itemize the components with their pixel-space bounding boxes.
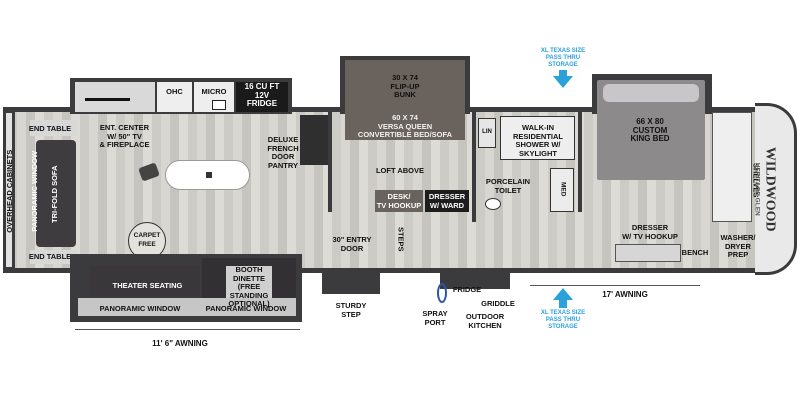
sink-icon bbox=[212, 100, 226, 110]
dresser-ward-label: DRESSER W/ WARD bbox=[428, 192, 466, 210]
entry-door-label: 30" ENTRY DOOR bbox=[332, 235, 372, 253]
left-front-wall bbox=[3, 110, 15, 270]
awning-left-line bbox=[75, 329, 300, 330]
linen-cabinet bbox=[478, 118, 496, 148]
griddle-label: GRIDDLE bbox=[481, 299, 515, 308]
carpet-free-badge bbox=[128, 222, 166, 260]
lin-label: LIN bbox=[482, 129, 492, 135]
theater-seating-label: THEATER SEATING bbox=[112, 281, 183, 290]
bed-pillows bbox=[603, 84, 699, 102]
dresser-tv-label: DRESSER W/ TV HOOKUP bbox=[622, 223, 678, 241]
desk-label: DESK/ TV HOOKUP bbox=[376, 192, 422, 210]
end-table-top-block bbox=[30, 120, 78, 136]
panoramic-window-left-label: PANORAMIC WINDOW bbox=[29, 150, 39, 232]
outdoor-kitchen-block bbox=[440, 273, 510, 289]
king-bed-label: 66 X 80 CUSTOM KING BED bbox=[630, 117, 670, 143]
carpet-free-label: CARPET FREE bbox=[133, 232, 161, 248]
dinette-table bbox=[226, 266, 272, 300]
tri-fold-sofa bbox=[36, 140, 76, 247]
spray-port-label: SPRAY PORT bbox=[422, 309, 448, 327]
shower-box bbox=[500, 116, 575, 160]
deluxe-pantry-label: DELUXE FRENCH DOOR PANTRY bbox=[267, 135, 299, 170]
ohc-label: OHC bbox=[166, 87, 183, 96]
bottom-window-strip bbox=[78, 298, 296, 316]
overhead-cabinets-label: OVERHEAD CABINETS bbox=[4, 149, 14, 233]
awning-right-label: 17' AWNING bbox=[602, 290, 648, 299]
front-cap bbox=[755, 103, 797, 275]
loft-above-label: LOFT ABOVE bbox=[375, 166, 425, 175]
wall-divider-2 bbox=[472, 112, 476, 222]
porcelain-toilet-label: PORCELAIN TOILET bbox=[485, 177, 531, 195]
wall-divider-1 bbox=[328, 112, 332, 212]
washer-dryer-label: WASHER/ DRYER PREP bbox=[720, 233, 756, 259]
ohc-cabinet bbox=[157, 82, 192, 112]
micro-label: MICRO bbox=[201, 87, 227, 96]
spray-hose-icon bbox=[437, 283, 447, 303]
walkin-shower-label: WALK-IN RESIDENTIAL SHOWER W/ SKYLIGHT bbox=[512, 123, 563, 158]
fridge-outdoor-label: FRIDGE bbox=[452, 285, 482, 294]
fridge-unit bbox=[236, 82, 288, 112]
end-table-bottom-block bbox=[30, 250, 78, 264]
end-table-bottom-label: END TABLE bbox=[28, 252, 72, 261]
storage-bottom-stem bbox=[559, 300, 567, 308]
bench-label: BENCH bbox=[681, 248, 709, 257]
storage-top-label: XL TEXAS SIZE PASS THRU STORAGE bbox=[540, 48, 586, 68]
theater-seating bbox=[90, 266, 200, 296]
panoramic-window-bottom1-label: PANORAMIC WINDOW bbox=[99, 304, 181, 313]
ent-center-cabinet bbox=[75, 82, 155, 112]
desk-box bbox=[375, 190, 423, 212]
sturdy-step-block bbox=[322, 272, 380, 294]
dresser-box bbox=[615, 244, 681, 262]
pantry-shelf bbox=[300, 115, 328, 165]
panoramic-window-bottom2-label: PANORAMIC WINDOW bbox=[205, 304, 287, 313]
storage-top-stem bbox=[559, 70, 567, 78]
versa-queen-label: 60 X 74 VERSA QUEEN CONVERTIBLE BED/SOFA bbox=[357, 113, 453, 139]
storage-bottom-arrow bbox=[553, 288, 573, 300]
closet-panel bbox=[712, 112, 752, 222]
outdoor-kitchen-label: OUTDOOR KITCHEN bbox=[465, 312, 505, 330]
fridge-label: 16 CU FT 12V FRIDGE bbox=[244, 82, 280, 108]
vanity-box bbox=[550, 168, 574, 212]
versa-queen-bed bbox=[345, 112, 465, 140]
toilet-icon bbox=[485, 198, 501, 210]
ent-center-label: ENT. CENTER W/ 50" TV & FIREPLACE bbox=[99, 123, 150, 149]
dresser-ward-box bbox=[425, 190, 469, 212]
sturdy-step-label: STURDY STEP bbox=[335, 301, 367, 319]
booth-dinette-label: BOOTH DINETTE (FREE STANDING OPTIONAL) bbox=[228, 265, 270, 308]
med-label: MED bbox=[559, 182, 567, 197]
storage-bottom-label: XL TEXAS SIZE PASS THRU STORAGE bbox=[540, 310, 586, 330]
island-sink-icon bbox=[206, 172, 212, 178]
awning-right-line bbox=[530, 285, 700, 286]
wall-divider-3 bbox=[578, 112, 582, 212]
awning-left-label: 11' 6" AWNING bbox=[152, 339, 208, 348]
bunk-label: 30 X 74 FLIP-UP BUNK bbox=[390, 73, 420, 99]
storage-top-arrow bbox=[553, 76, 573, 88]
steps-label: STEPS bbox=[396, 226, 406, 252]
brand-label: WILDWOOD bbox=[762, 146, 778, 232]
tv-bar bbox=[85, 98, 130, 101]
tri-fold-sofa-label: TRI-FOLD SOFA bbox=[49, 165, 59, 224]
end-table-top-label: END TABLE bbox=[28, 124, 72, 133]
bunk-fill bbox=[345, 60, 465, 112]
brand-sub-label: HERITAGE GLEN bbox=[753, 162, 761, 216]
